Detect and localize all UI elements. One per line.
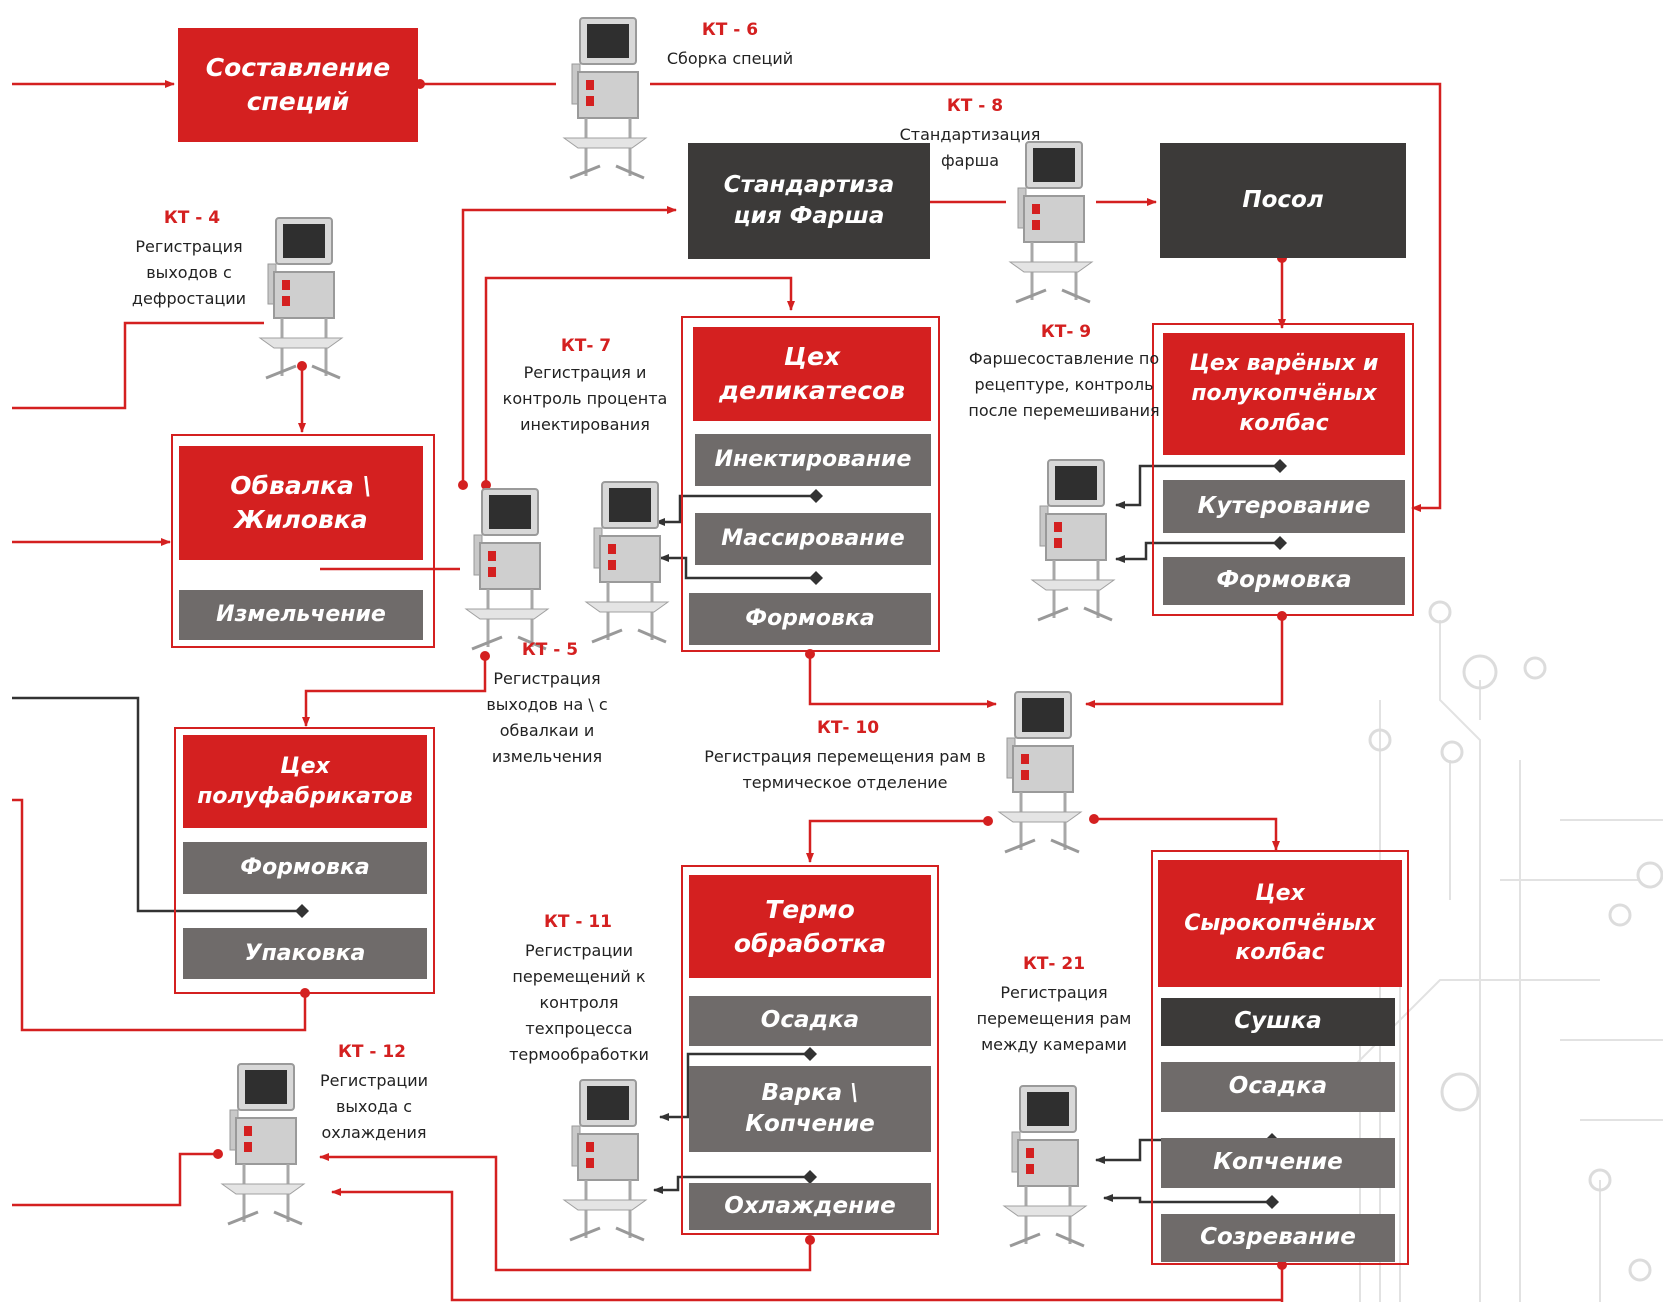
semi-shop-frame (174, 727, 435, 994)
raw-smoked-shop-frame (1151, 850, 1409, 1265)
raw-smoked-op-smoking-label: Копчение (1213, 1149, 1343, 1176)
terminal-kt12 (218, 1062, 308, 1232)
standardization-box-label: Стандартиза ция Фарша (723, 171, 895, 229)
semi-shop-title-label: Цех полуфабрикатов (197, 753, 413, 809)
registration-terminal-icon (220, 1063, 306, 1226)
kt11-text: Регистрации перемещений к контроля техпр… (509, 941, 649, 1064)
registration-terminal-icon (258, 217, 344, 380)
kt10-text: Регистрация перемещения рам в термическо… (704, 747, 986, 792)
kt10-code: КТ- 10 (816, 718, 880, 738)
kt4-text: Регистрация выходов с дефростации (131, 237, 247, 308)
registration-terminal-icon (464, 488, 550, 651)
raw-smoked-op-settling: Осадка (1161, 1062, 1395, 1112)
delicacies-op-forming-label: Формовка (745, 606, 875, 632)
raw-smoked-shop-title: Цех Сырокопчёных колбас (1158, 860, 1402, 987)
registration-terminal-icon (584, 481, 670, 644)
semi-shop-title: Цех полуфабрикатов (183, 735, 427, 828)
standardization-box: Стандартиза ция Фарша (688, 143, 930, 259)
kt21-text: Регистрация перемещения рам между камера… (976, 983, 1132, 1054)
terminal-kt10 (995, 690, 1085, 854)
terminal-kt21 (1000, 1084, 1090, 1248)
semi-op-packing-label: Упаковка (244, 940, 366, 966)
terminal-kt5 (462, 487, 552, 651)
terminal-kt7 (582, 480, 672, 645)
boiled-op-cutting-label: Кутерование (1197, 492, 1371, 519)
raw-smoked-op-drying-label: Сушка (1234, 1008, 1322, 1035)
semi-op-forming: Формовка (183, 842, 427, 894)
terminal-kt4 (256, 216, 346, 380)
thermo-op-settling-label: Осадка (760, 1007, 860, 1034)
raw-smoked-op-drying: Сушка (1161, 998, 1395, 1046)
registration-terminal-icon (997, 691, 1083, 854)
thermo-op-cooking-smoking: Варка \ Копчение (689, 1066, 931, 1152)
kt21-code: КТ- 21 (1022, 954, 1086, 974)
registration-terminal-icon (1002, 1085, 1088, 1248)
delicacies-op-injecting-label: Инектирование (714, 447, 912, 473)
kt7-text: Регистрация и контроль процента инектиро… (502, 363, 668, 434)
boiled-op-forming: Формовка (1163, 557, 1405, 605)
salting-box: Посол (1160, 143, 1406, 258)
deboning-shop-title: Обвалка \ Жиловка (179, 446, 423, 560)
boiled-shop-title-label: Цех варёных и полукопчёных колбас (1189, 351, 1379, 436)
raw-smoked-op-ripening-label: Созревание (1200, 1224, 1356, 1251)
kt6-code: КТ - 6 (701, 20, 759, 40)
kt5-code: КТ - 5 (521, 640, 579, 660)
deboning-shop-frame (171, 434, 435, 648)
boiled-shop-title: Цех варёных и полукопчёных колбас (1163, 333, 1405, 455)
thermo-shop-title: Термо обработка (689, 875, 931, 978)
delicacies-shop-title: Цех деликатесов (693, 327, 931, 421)
registration-terminal-icon (1030, 459, 1116, 622)
boiled-op-forming-label: Формовка (1216, 567, 1352, 594)
kt11-code: КТ - 11 (543, 912, 613, 932)
salting-box-label: Посол (1242, 186, 1324, 213)
thermo-shop-title-label: Термо обработка (733, 894, 887, 958)
raw-smoked-shop-title-label: Цех Сырокопчёных колбас (1184, 880, 1376, 966)
spices-box-label: Составление специй (205, 53, 391, 116)
kt8-code: КТ - 8 (946, 96, 1004, 116)
raw-smoked-op-ripening: Созревание (1161, 1214, 1395, 1262)
kt6-text: Сборка специй (666, 49, 794, 68)
kt9-text: Фаршесоставление по рецептуре, контроль … (968, 349, 1160, 420)
kt12-text: Регистрации выхода с охлаждения (319, 1071, 429, 1142)
kt4-code: КТ - 4 (163, 208, 221, 228)
delicacies-shop-title-label: Цех деликатесов (718, 342, 906, 405)
deboning-shop-title-label: Обвалка \ Жиловка (230, 471, 372, 534)
thermo-op-cooling-label: Охлаждение (724, 1192, 896, 1219)
kt5-text: Регистрация выходов на \ с обвалкаи и из… (486, 669, 608, 766)
delicacies-op-massaging: Массирование (695, 513, 931, 565)
deboning-op-grinding: Измельчение (179, 590, 423, 640)
registration-terminal-icon (562, 17, 648, 180)
delicacies-op-forming: Формовка (689, 593, 931, 645)
registration-terminal-icon (1008, 141, 1094, 304)
kt7-code: КТ- 7 (560, 336, 612, 356)
terminal-kt6 (560, 16, 650, 186)
raw-smoked-op-smoking: Копчение (1161, 1138, 1395, 1188)
kt12-code: КТ - 12 (337, 1042, 407, 1062)
deboning-op-grinding-label: Измельчение (216, 602, 386, 628)
delicacies-op-injecting: Инектирование (695, 434, 931, 486)
thermo-op-settling: Осадка (689, 996, 931, 1046)
raw-smoked-op-settling-label: Осадка (1228, 1073, 1328, 1100)
terminal-kt11 (560, 1078, 650, 1248)
terminal-kt8 (1006, 140, 1096, 310)
semi-op-forming-label: Формовка (240, 855, 370, 881)
semi-op-packing: Упаковка (183, 928, 427, 979)
terminal-kt9 (1028, 458, 1118, 628)
delicacies-shop-frame (681, 316, 940, 652)
kt9-code: КТ- 9 (1040, 322, 1092, 342)
delicacies-op-massaging-label: Массирование (721, 526, 905, 552)
thermo-op-cooling: Охлаждение (689, 1183, 931, 1230)
thermo-op-cooking-smoking-label: Варка \ Копчение (745, 1079, 875, 1137)
thermo-shop-frame (681, 865, 939, 1235)
spices-box: Составление специй (178, 28, 418, 142)
registration-terminal-icon (562, 1079, 648, 1242)
kt8-text: Стандартизация фарша (899, 125, 1041, 170)
boiled-op-cutting: Кутерование (1163, 480, 1405, 533)
